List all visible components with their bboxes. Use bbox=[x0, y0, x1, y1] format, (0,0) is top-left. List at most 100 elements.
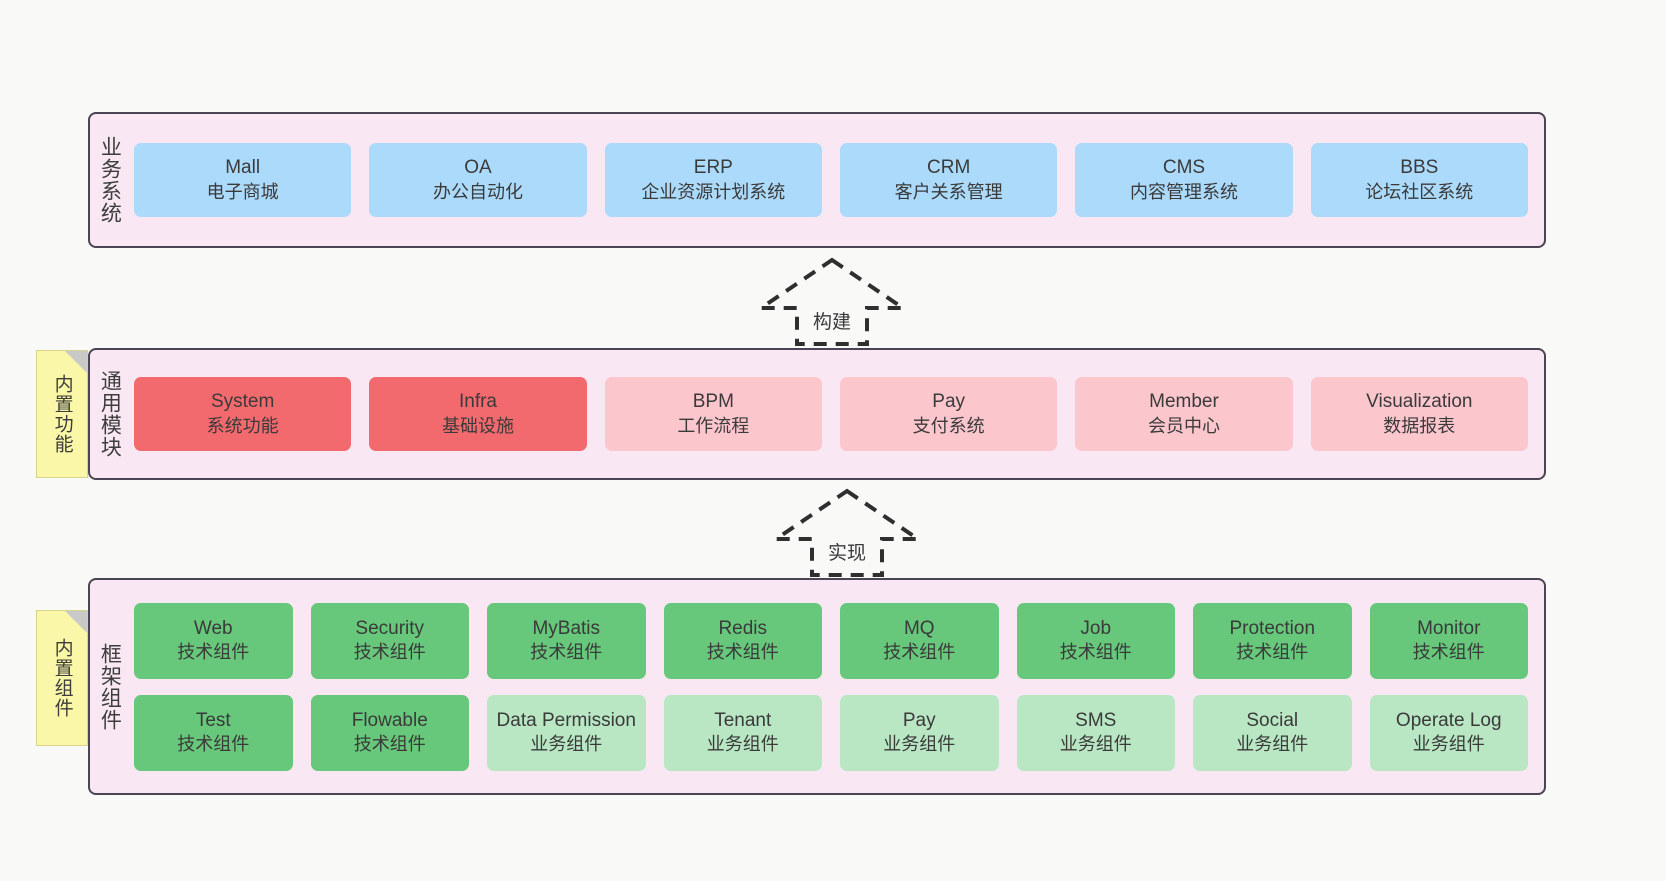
node-security[interactable]: Security 技术组件 bbox=[310, 602, 469, 679]
node-title: Visualization bbox=[1366, 391, 1473, 413]
node-pay[interactable]: Pay 支付系统 bbox=[839, 377, 1058, 451]
node-subtitle: 技术组件 bbox=[1236, 642, 1309, 663]
connector-realize-arrow: 实现 bbox=[769, 487, 925, 579]
node-title: Test bbox=[195, 709, 231, 731]
node-title: OA bbox=[464, 157, 492, 179]
layer-title-common: 通用模块 bbox=[98, 370, 122, 458]
node-tenant[interactable]: Tenant 业务组件 bbox=[663, 694, 822, 771]
node-cms[interactable]: CMS 内容管理系统 bbox=[1075, 143, 1293, 217]
node-title: Social bbox=[1246, 709, 1299, 731]
note-builtin-components: 内置组件 bbox=[36, 610, 88, 746]
node-subtitle: 基础设施 bbox=[441, 415, 514, 436]
node-operate-log[interactable]: Operate Log 业务组件 bbox=[1369, 694, 1528, 771]
node-subtitle: 企业资源计划系统 bbox=[641, 181, 786, 202]
layer-common-modules: 通用模块 System 系统功能 Infra 基础设施 BPM 工作流程 Pay… bbox=[88, 348, 1546, 480]
node-subtitle: 客户关系管理 bbox=[894, 181, 1003, 202]
node-row: Test 技术组件 Flowable 技术组件 Data Permission … bbox=[134, 694, 1528, 771]
node-title: Pay bbox=[932, 391, 966, 413]
layer-business-systems: 业务系统 Mall 电子商城 OA 办公自动化 ERP 企业资源计划系统 CRM… bbox=[88, 112, 1546, 248]
node-row: Mall 电子商城 OA 办公自动化 ERP 企业资源计划系统 CRM 客户关系… bbox=[134, 143, 1528, 217]
node-title: Data Permission bbox=[496, 709, 636, 731]
node-subtitle: 支付系统 bbox=[912, 415, 985, 436]
node-mybatis[interactable]: MyBatis 技术组件 bbox=[487, 602, 646, 679]
connector-build-arrow: 构建 bbox=[754, 256, 910, 348]
node-title: Redis bbox=[718, 617, 768, 639]
node-title: Protection bbox=[1229, 617, 1316, 639]
node-title: Monitor bbox=[1417, 617, 1481, 639]
node-protection[interactable]: Protection 技术组件 bbox=[1193, 602, 1352, 679]
layer-body-framework: Web 技术组件 Security 技术组件 MyBatis 技术组件 Redi… bbox=[128, 580, 1544, 793]
note-builtin-functions: 内置功能 bbox=[36, 350, 88, 478]
node-subtitle: 技术组件 bbox=[177, 734, 250, 755]
node-title: Tenant bbox=[714, 709, 772, 731]
node-subtitle: 论坛社区系统 bbox=[1365, 181, 1474, 202]
node-title: Security bbox=[355, 617, 425, 639]
node-title: MQ bbox=[903, 617, 935, 639]
node-subtitle: 工作流程 bbox=[677, 415, 750, 436]
node-bpm[interactable]: BPM 工作流程 bbox=[604, 377, 822, 451]
node-subtitle: 技术组件 bbox=[706, 642, 779, 663]
node-subtitle: 技术组件 bbox=[883, 642, 956, 663]
node-subtitle: 技术组件 bbox=[1412, 642, 1485, 663]
node-subtitle: 业务组件 bbox=[706, 734, 779, 755]
node-flowable[interactable]: Flowable 技术组件 bbox=[310, 694, 469, 771]
node-pay-business[interactable]: Pay 业务组件 bbox=[840, 694, 999, 771]
node-subtitle: 技术组件 bbox=[353, 734, 426, 755]
node-monitor[interactable]: Monitor 技术组件 bbox=[1369, 602, 1528, 679]
node-subtitle: 系统功能 bbox=[206, 415, 279, 436]
node-visualization[interactable]: Visualization 数据报表 bbox=[1310, 377, 1528, 451]
node-erp[interactable]: ERP 企业资源计划系统 bbox=[604, 143, 822, 217]
note-label: 内置功能 bbox=[51, 374, 73, 454]
node-subtitle: 业务组件 bbox=[1412, 734, 1485, 755]
node-title: Pay bbox=[902, 709, 936, 731]
node-title: Operate Log bbox=[1395, 709, 1502, 731]
node-title: System bbox=[210, 391, 275, 413]
node-title: Member bbox=[1149, 391, 1219, 413]
node-title: CRM bbox=[927, 157, 971, 179]
layer-framework-components: 框架组件 Web 技术组件 Security 技术组件 MyBatis 技术组件… bbox=[88, 578, 1546, 795]
node-sms[interactable]: SMS 业务组件 bbox=[1016, 694, 1175, 771]
node-job[interactable]: Job 技术组件 bbox=[1016, 602, 1175, 679]
layer-title-framework: 框架组件 bbox=[98, 642, 122, 731]
node-title: BPM bbox=[692, 391, 734, 413]
layer-body-common: System 系统功能 Infra 基础设施 BPM 工作流程 Pay 支付系统… bbox=[128, 350, 1544, 478]
node-subtitle: 业务组件 bbox=[883, 734, 956, 755]
node-subtitle: 办公自动化 bbox=[432, 181, 523, 202]
node-subtitle: 数据报表 bbox=[1383, 415, 1456, 436]
node-crm[interactable]: CRM 客户关系管理 bbox=[839, 143, 1058, 217]
layer-title-business: 业务系统 bbox=[98, 136, 122, 224]
node-bbs[interactable]: BBS 论坛社区系统 bbox=[1310, 143, 1528, 217]
block-arrow-up-icon bbox=[754, 257, 910, 346]
node-row: Web 技术组件 Security 技术组件 MyBatis 技术组件 Redi… bbox=[134, 602, 1528, 679]
node-subtitle: 电子商城 bbox=[206, 181, 279, 202]
node-mq[interactable]: MQ 技术组件 bbox=[840, 602, 999, 679]
node-title: Infra bbox=[458, 391, 497, 413]
node-subtitle: 技术组件 bbox=[353, 642, 426, 663]
node-redis[interactable]: Redis 技术组件 bbox=[663, 602, 822, 679]
node-subtitle: 技术组件 bbox=[530, 642, 603, 663]
node-social[interactable]: Social 业务组件 bbox=[1193, 694, 1352, 771]
node-subtitle: 技术组件 bbox=[1059, 642, 1132, 663]
node-system[interactable]: System 系统功能 bbox=[134, 377, 352, 451]
node-title: Mall bbox=[225, 157, 261, 179]
node-title: Flowable bbox=[351, 709, 428, 731]
node-member[interactable]: Member 会员中心 bbox=[1075, 377, 1293, 451]
node-title: CMS bbox=[1162, 157, 1206, 179]
node-title: MyBatis bbox=[532, 617, 601, 639]
node-data-permission[interactable]: Data Permission 业务组件 bbox=[487, 694, 646, 771]
block-arrow-up-icon bbox=[769, 488, 925, 577]
note-label: 内置组件 bbox=[51, 638, 73, 718]
node-title: BBS bbox=[1400, 157, 1439, 179]
node-subtitle: 业务组件 bbox=[1236, 734, 1309, 755]
node-subtitle: 业务组件 bbox=[530, 734, 603, 755]
node-title: ERP bbox=[693, 157, 733, 179]
node-title: SMS bbox=[1075, 709, 1117, 731]
node-title: Job bbox=[1080, 617, 1112, 639]
node-test[interactable]: Test 技术组件 bbox=[134, 694, 293, 771]
node-subtitle: 业务组件 bbox=[1059, 734, 1132, 755]
node-infra[interactable]: Infra 基础设施 bbox=[369, 377, 587, 451]
node-web[interactable]: Web 技术组件 bbox=[134, 602, 293, 679]
node-mall[interactable]: Mall 电子商城 bbox=[134, 143, 352, 217]
node-oa[interactable]: OA 办公自动化 bbox=[369, 143, 587, 217]
node-title: Web bbox=[193, 617, 233, 639]
